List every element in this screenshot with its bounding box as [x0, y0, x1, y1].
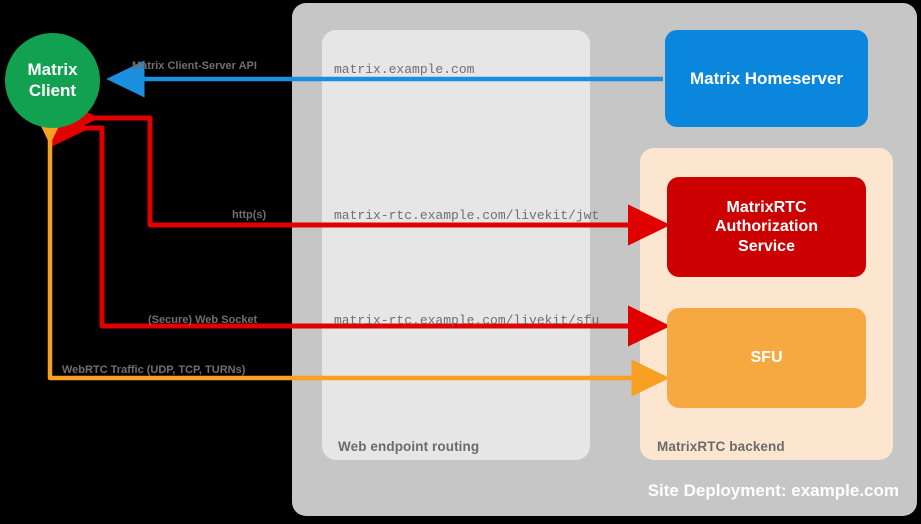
backend-panel-label: MatrixRTC backend [657, 439, 785, 454]
endpoint-url-sfu: matrix-rtc.example.com/livekit/sfu [334, 313, 600, 328]
auth-service-line1: MatrixRTC [726, 199, 807, 217]
matrix-client-line1: Matrix [27, 60, 78, 80]
sfu-label: SFU [750, 349, 783, 366]
protocol-label-webrtc: WebRTC Traffic (UDP, TCP, TURNs) [62, 364, 246, 376]
protocol-label-client-server-api: Matrix Client-Server API [132, 60, 257, 72]
routing-panel-label: Web endpoint routing [338, 439, 480, 454]
endpoint-url-jwt: matrix-rtc.example.com/livekit/jwt [334, 208, 600, 223]
node-matrixrtc-authorization-service[interactable]: MatrixRTC Authorization Service [667, 177, 866, 277]
matrix-client-line2: Client [28, 80, 77, 100]
protocol-label-https: http(s) [232, 209, 267, 221]
endpoint-url-matrix: matrix.example.com [334, 62, 475, 77]
node-sfu[interactable]: SFU [667, 308, 866, 408]
node-matrix-client[interactable]: Matrix Client [5, 33, 100, 128]
auth-service-line2: Authorization [714, 218, 819, 236]
node-matrix-homeserver[interactable]: Matrix Homeserver [665, 30, 868, 127]
arrow-webrtc-traffic [31, 106, 670, 397]
arrowhead-group [628, 204, 671, 397]
matrix-homeserver-label: Matrix Homeserver [689, 68, 844, 88]
auth-service-line3: Service [738, 237, 795, 255]
site-deployment-label: Site Deployment: example.com [647, 481, 899, 500]
protocol-label-websocket: (Secure) Web Socket [148, 314, 258, 326]
